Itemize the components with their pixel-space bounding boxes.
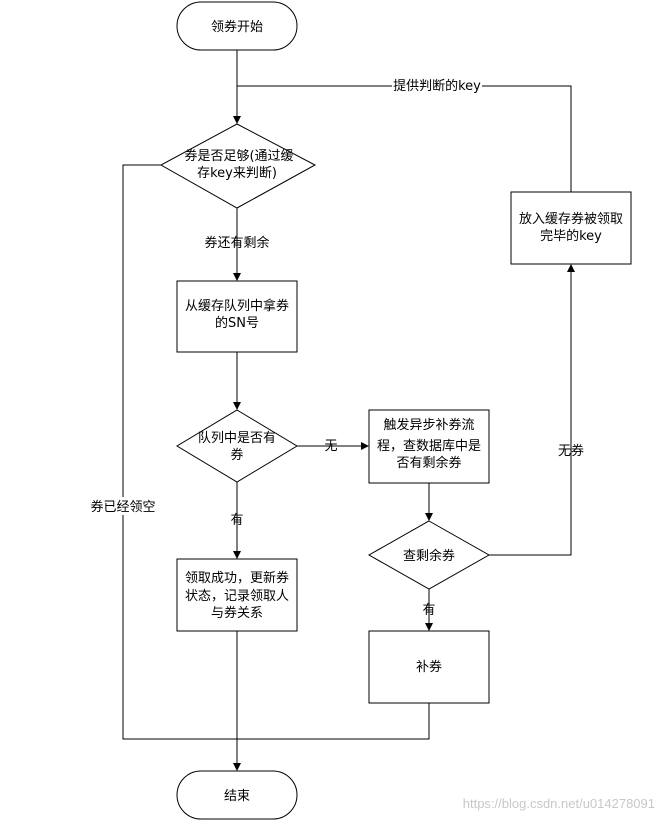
start-label: 领券开始 <box>211 19 263 35</box>
start-node: 领券开始 <box>176 1 298 51</box>
success-line1: 领取成功，更新券 <box>185 570 289 586</box>
edge-check-to-end <box>122 164 237 740</box>
edge-label-none: 无 <box>324 439 337 454</box>
success-process: 领取成功，更新券 状态，记录领取人 与券关系 <box>176 558 298 632</box>
take-sn-line2: 的SN号 <box>215 315 259 331</box>
edge-label-has: 有 <box>230 513 243 528</box>
check-enough-decision: 券是否足够(通过缓 存key来判断) <box>159 123 317 209</box>
watermark: https://blog.csdn.net/u014278091 <box>463 796 655 811</box>
check-remaining-decision: 查剩余券 <box>367 520 491 590</box>
put-key-line2: 完毕的key <box>540 228 602 244</box>
trigger-async-line2: 程，查数据库中是 <box>377 438 481 454</box>
put-key-process: 放入缓存券被领取 完毕的key <box>510 191 632 265</box>
arrowhead <box>233 551 241 559</box>
trigger-async-line1: 触发异步补券流 <box>383 417 474 433</box>
replenish-label: 补券 <box>416 659 442 675</box>
arrowhead <box>425 513 433 521</box>
replenish-process: 补券 <box>368 630 490 704</box>
arrowhead <box>233 116 241 124</box>
success-line2: 状态，记录领取人 <box>185 589 289 604</box>
arrowhead <box>425 623 433 631</box>
edge-replenish-to-end <box>237 703 430 740</box>
arrowhead <box>233 402 241 410</box>
queue-empty-line2: 券 <box>230 447 243 463</box>
edge-remaining-to-putkey <box>489 272 572 556</box>
arrowhead <box>233 273 241 281</box>
check-enough-line2: 存key来判断) <box>197 166 277 181</box>
take-sn-process: 从缓存队列中拿券 的SN号 <box>176 280 298 353</box>
trigger-async-process: 触发异步补券流 程，查数据库中是 否有剩余券 <box>368 409 490 484</box>
queue-empty-line1: 队列中是否有 <box>198 431 276 446</box>
edge-label-bg <box>85 497 161 515</box>
edge-label-bg <box>392 76 482 94</box>
arrowhead <box>361 442 369 450</box>
edge-label-has2: 有 <box>422 603 435 618</box>
edge-putkey-to-check <box>237 85 572 192</box>
edge-label-empty: 券已经领空 <box>90 499 155 515</box>
arrowhead <box>567 264 575 272</box>
put-key-line1: 放入缓存券被领取 <box>519 211 623 227</box>
check-remaining-label: 查剩余券 <box>403 548 455 564</box>
success-line3: 与券关系 <box>211 605 263 621</box>
take-sn-line1: 从缓存队列中拿券 <box>185 298 289 314</box>
edge-label-none-coupon: 无券 <box>558 443 584 459</box>
check-enough-line1: 券是否足够(通过缓 <box>184 148 293 164</box>
end-label: 结束 <box>224 789 250 804</box>
queue-empty-decision: 队列中是否有 券 <box>176 409 298 483</box>
arrowhead <box>233 763 241 771</box>
edge-label-has-remaining: 券还有剩余 <box>204 235 269 251</box>
trigger-async-line3: 否有剩余券 <box>396 455 461 471</box>
end-node: 结束 <box>176 770 298 820</box>
edge-label-provide-key: 提供判断的key <box>393 78 481 94</box>
